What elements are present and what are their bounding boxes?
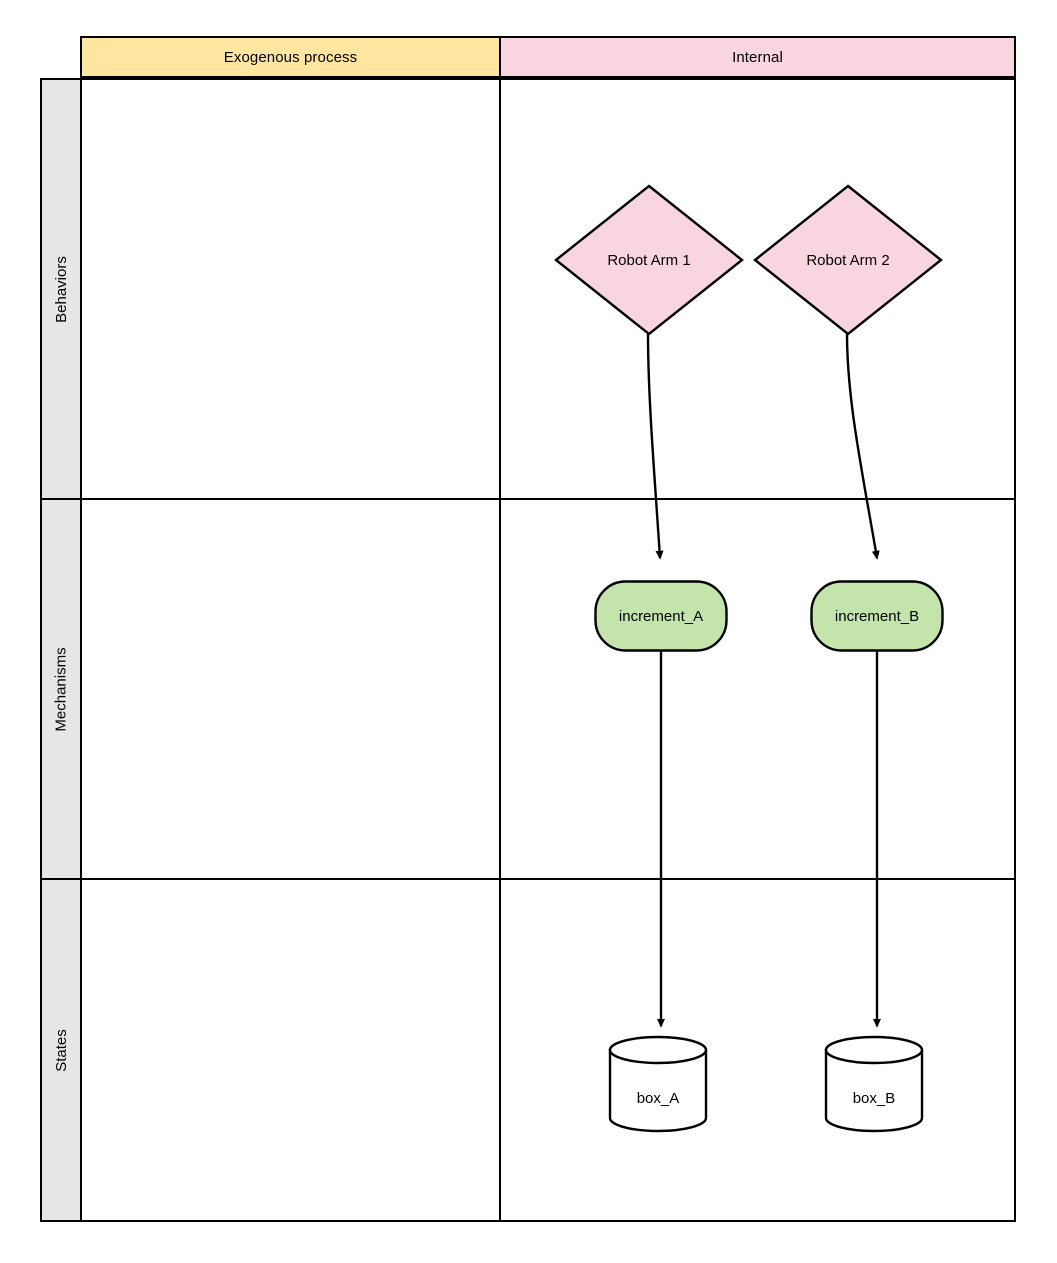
lane-cell-internal-mechanisms xyxy=(499,498,1016,880)
lane-cell-exogenous-states xyxy=(80,878,501,1222)
node-robot-arm-1[interactable]: Robot Arm 1 xyxy=(554,184,744,336)
row-label-behaviors[interactable]: Behaviors xyxy=(40,78,82,500)
node-robot-arm-2[interactable]: Robot Arm 2 xyxy=(753,184,943,336)
row-label-mechanisms[interactable]: Mechanisms xyxy=(40,498,82,880)
column-header-exogenous-process-label: Exogenous process xyxy=(223,48,358,66)
lane-cell-internal-states xyxy=(499,878,1016,1222)
cylinder-database-shape-icon xyxy=(824,1035,924,1133)
diamond-shape-icon xyxy=(554,184,744,336)
rounded-rectangle-shape-icon xyxy=(594,580,728,652)
node-increment-b[interactable]: increment_B xyxy=(810,580,944,652)
column-header-internal-label: Internal xyxy=(732,48,783,66)
row-label-mechanisms-text: Mechanisms xyxy=(52,646,70,732)
row-label-behaviors-text: Behaviors xyxy=(52,255,70,323)
row-label-states[interactable]: States xyxy=(40,878,82,1222)
cylinder-database-shape-icon xyxy=(608,1035,708,1133)
node-increment-a[interactable]: increment_A xyxy=(594,580,728,652)
lane-cell-exogenous-behaviors xyxy=(80,78,501,500)
column-header-internal[interactable]: Internal xyxy=(499,36,1016,78)
node-box-a[interactable]: box_A xyxy=(608,1035,708,1133)
column-header-exogenous-process[interactable]: Exogenous process xyxy=(80,36,501,78)
row-label-states-text: States xyxy=(52,1028,70,1072)
lane-cell-internal-behaviors xyxy=(499,78,1016,500)
node-box-b[interactable]: box_B xyxy=(824,1035,924,1133)
rounded-rectangle-shape-icon xyxy=(810,580,944,652)
diamond-shape-icon xyxy=(753,184,943,336)
lane-cell-exogenous-mechanisms xyxy=(80,498,501,880)
